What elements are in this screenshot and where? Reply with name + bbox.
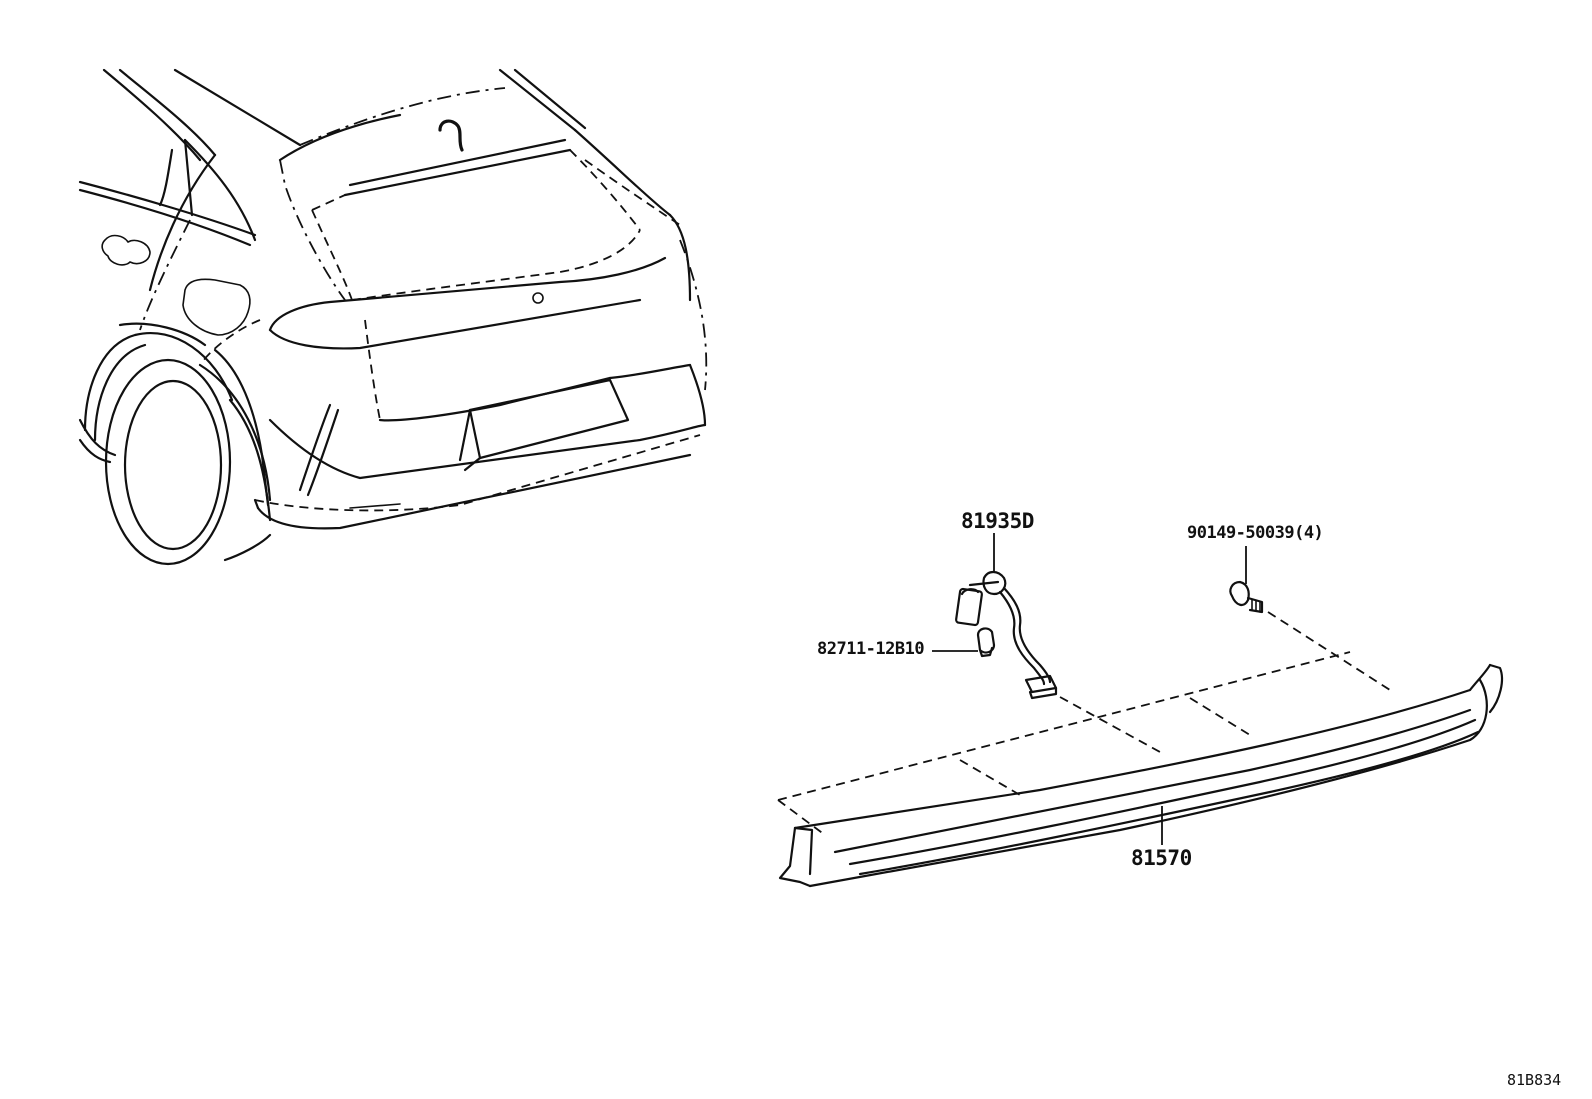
harness-part-number: 81935D bbox=[961, 509, 1034, 533]
stop-lamp-part bbox=[778, 663, 1504, 888]
wire-harness-part bbox=[955, 570, 1058, 700]
screw-part-number: 90149-50039(4) bbox=[1187, 523, 1324, 543]
figure-id: 81B834 bbox=[1507, 1071, 1562, 1089]
screw-part bbox=[1229, 580, 1264, 614]
lamp-part-number: 81570 bbox=[1131, 846, 1192, 870]
vehicle-rear-illustration bbox=[78, 68, 708, 566]
leader-lines bbox=[932, 533, 1247, 845]
bulb-part bbox=[976, 627, 996, 658]
bulb-part-number: 82711-12B10 bbox=[817, 639, 925, 659]
assembly-guide-lines bbox=[777, 611, 1391, 836]
